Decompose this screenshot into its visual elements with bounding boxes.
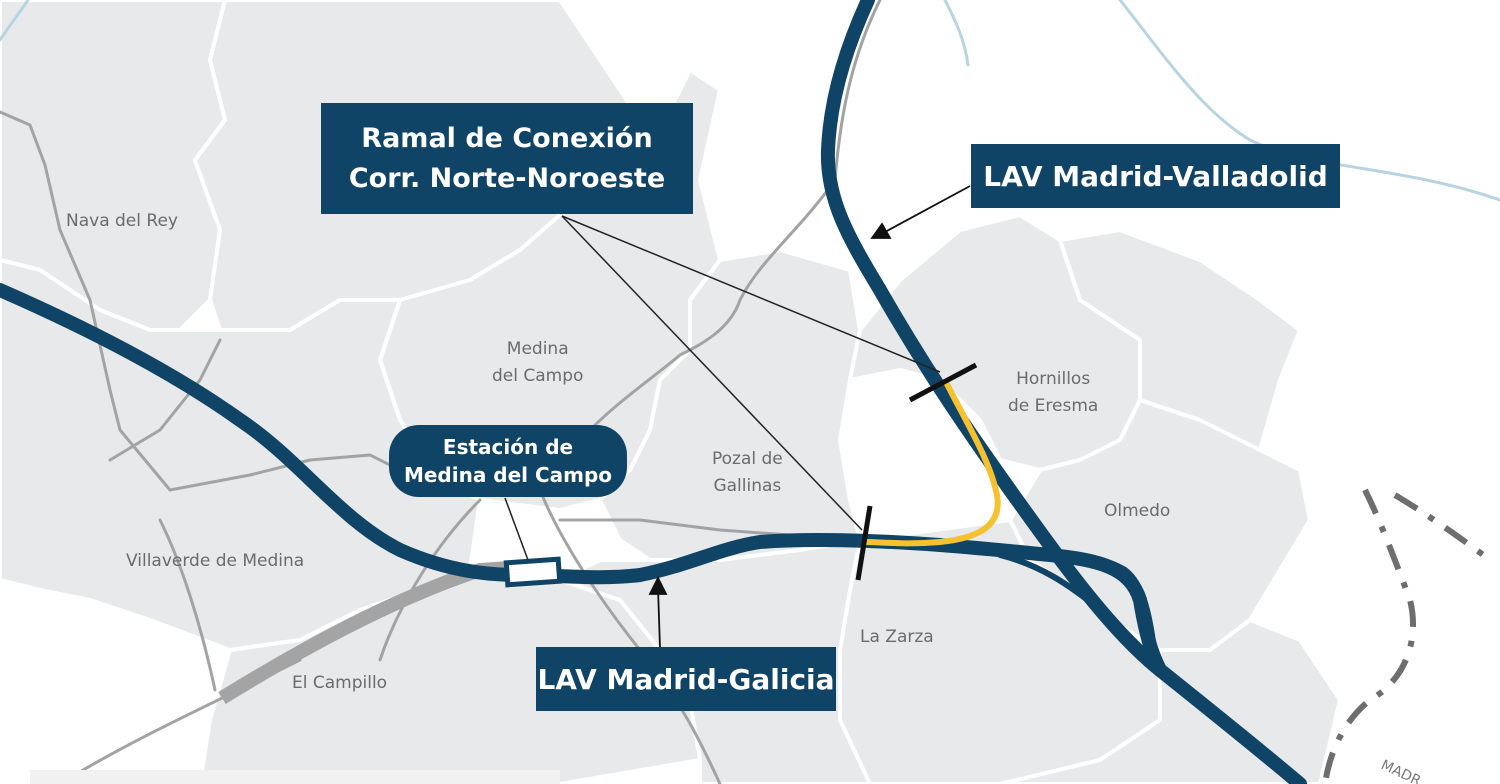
road-sw-2: [158, 518, 217, 692]
road-west-link: [108, 338, 222, 462]
town-label-medina-del-campo: Medina del Campo: [492, 336, 583, 390]
town-label-el-campillo: El Campillo: [292, 670, 387, 697]
bottom-fade: [30, 770, 560, 784]
town-label-nava-del-rey: Nava del Rey: [66, 208, 178, 235]
leader-lines: [504, 215, 941, 561]
station-marker-icon[interactable]: [503, 556, 563, 588]
station-callout[interactable]: Estación de Medina del Campo: [389, 425, 627, 497]
town-label-text: Nava del Rey: [66, 211, 178, 231]
town-label-text: Villaverde de Medina: [126, 551, 305, 571]
lav-madrid-galicia-line: [0, 283, 1167, 677]
callout-line: LAV Madrid-Valladolid: [983, 159, 1328, 193]
ramal-marker-south: [855, 505, 873, 581]
town-label-line: del Campo: [492, 366, 584, 386]
town-label-line: Gallinas: [713, 476, 782, 496]
callout-line: Estación de: [442, 435, 574, 459]
dashed-boundary-icon: [1322, 488, 1492, 784]
callout-line: Corr. Norte-Noroeste: [348, 162, 666, 194]
road-north-west: [0, 110, 402, 492]
town-label-pozal-de-gallinas: Pozal de Gallinas: [712, 446, 783, 500]
road-south-2: [378, 498, 482, 662]
river-1: [943, 0, 970, 67]
town-label-villaverde-de-medina: Villaverde de Medina: [126, 548, 304, 575]
ramal-marker-north: [908, 362, 978, 403]
existing-rail-southwest: [218, 561, 511, 704]
town-label-text: La Zarza: [860, 627, 934, 647]
lav-madrid-valladolid-callout: LAV Madrid-Valladolid: [971, 144, 1340, 208]
town-label-text: El Campillo: [292, 673, 388, 693]
town-label-olmedo: Olmedo: [1104, 498, 1170, 525]
town-label-hornillos-de-eresma: Hornillos de Eresma: [1008, 366, 1098, 420]
ramal-conexion-line: [863, 379, 1001, 547]
arrows: [648, 185, 971, 649]
ramal-conexion-callout: Ramal de Conexión Corr. Norte-Noroeste: [321, 103, 693, 214]
river-3: [0, 0, 30, 42]
town-label-line: de Eresma: [1008, 396, 1099, 416]
town-label-line: Pozal de: [712, 449, 783, 469]
rivers: [0, 0, 1500, 202]
area-east-north: [1058, 228, 1302, 452]
road-to-north: [588, 0, 882, 432]
river-2: [1118, 0, 1500, 202]
town-label-la-zarza: La Zarza: [860, 624, 934, 651]
callout-line: Medina del Campo: [403, 463, 613, 487]
callout-line: LAV Madrid-Galicia: [537, 662, 835, 696]
town-label-line: Medina: [506, 339, 569, 359]
lav-secondary-branches: [997, 548, 1163, 671]
lav-lines: [0, 0, 1307, 784]
town-label-line: Hornillos: [1016, 369, 1091, 389]
lav-madrid-galicia-callout: LAV Madrid-Galicia: [536, 647, 836, 711]
callout-line: Ramal de Conexión: [361, 122, 653, 154]
town-label-text: Olmedo: [1104, 501, 1171, 521]
lav-madrid-valladolid-line: [820, 0, 1307, 784]
